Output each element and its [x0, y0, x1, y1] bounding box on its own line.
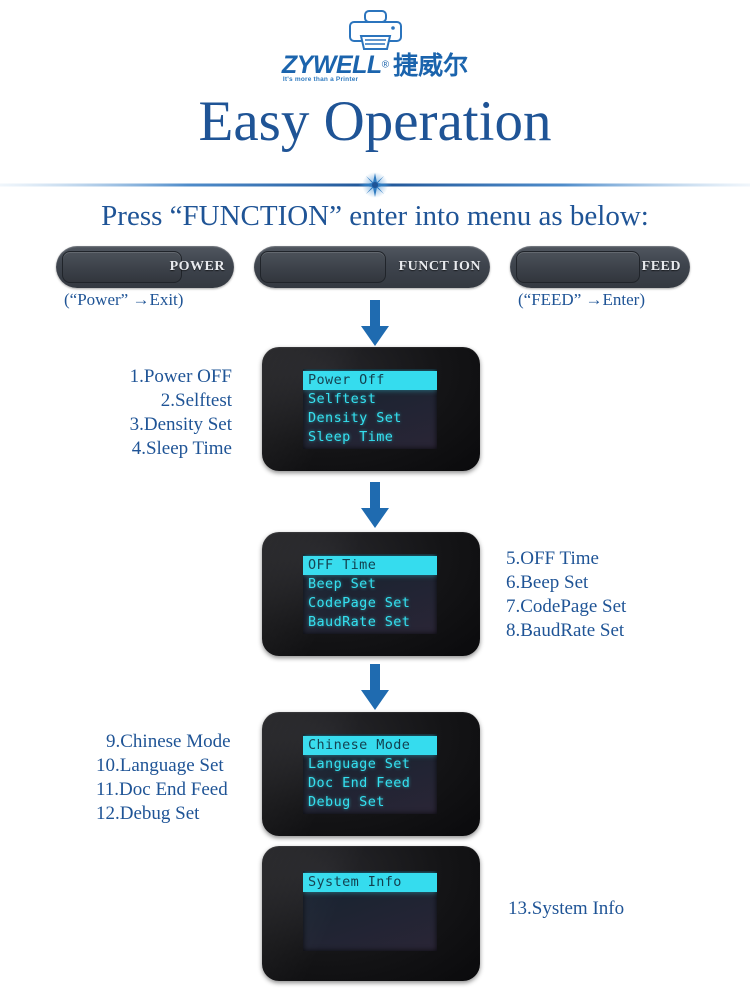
menu-list-item: 10.Language Set	[96, 755, 224, 776]
menu-list-item: 13.System Info	[508, 898, 625, 919]
registered-mark-icon: ®	[381, 59, 390, 71]
menu-list-item: 2.Selftest	[160, 390, 232, 411]
menu-list-item: 8.BaudRate Set	[506, 620, 625, 641]
lcd-line: Beep Set	[308, 576, 377, 592]
menu-list-1: 1.Power OFF 2.Selftest 3.Density Set 4.S…	[60, 365, 232, 461]
printer-icon	[349, 10, 402, 50]
lcd-blank-line	[303, 892, 437, 911]
lcd-screen-2: OFF Time Beep Set CodePage Set BaudRate …	[262, 532, 480, 656]
arrow-down-2-icon	[361, 482, 389, 528]
menu-list-item: 11.Doc End Feed	[96, 779, 228, 800]
lcd-line: Language Set	[308, 756, 411, 772]
menu-list-2: 5.OFF Time 6.Beep Set 7.CodePage Set 8.B…	[506, 547, 726, 643]
lcd-screen-2-display: OFF Time Beep Set CodePage Set BaudRate …	[303, 554, 437, 634]
lcd-screen-1: Power Off Selftest Density Set Sleep Tim…	[262, 347, 480, 471]
menu-list-4: 13.System Info	[508, 897, 708, 921]
lcd-line: System Info	[303, 873, 437, 892]
power-button-cap	[62, 251, 182, 283]
function-button-cap	[260, 251, 386, 283]
lcd-line: BaudRate Set	[308, 614, 411, 630]
lcd-line: Power Off	[303, 371, 437, 390]
menu-list-item: 6.Beep Set	[506, 572, 589, 593]
lcd-screen-4: System Info	[262, 846, 480, 981]
lcd-line: Selftest	[308, 391, 377, 407]
lcd-screen-4-display: System Info	[303, 871, 437, 951]
instruction-text: Press “FUNCTION” enter into menu as belo…	[101, 200, 649, 232]
lcd-blank-line	[303, 930, 437, 949]
lcd-line: Doc End Feed	[308, 775, 411, 791]
brand-tagline: It's more than a Printer	[282, 76, 359, 83]
lcd-line: CodePage Set	[308, 595, 411, 611]
menu-list-item: 5.OFF Time	[506, 548, 599, 569]
menu-list-item: 7.CodePage Set	[506, 596, 627, 617]
feed-button[interactable]: FEED	[510, 246, 690, 288]
menu-list-item: 4.Sleep Time	[131, 438, 232, 459]
power-button-caption: (“Power” →Exit)	[64, 290, 184, 309]
menu-list-3: 9.Chinese Mode 10.Language Set 11.Doc En…	[96, 730, 296, 826]
arrow-down-3-icon	[361, 664, 389, 710]
lcd-line: Chinese Mode	[303, 736, 437, 755]
lcd-line: OFF Time	[303, 556, 437, 575]
lcd-screen-1-display: Power Off Selftest Density Set Sleep Tim…	[303, 369, 437, 449]
menu-list-item: 12.Debug Set	[96, 803, 200, 824]
lcd-line: Debug Set	[308, 794, 385, 810]
brand-wordmark: ZYWELL	[281, 51, 382, 79]
feed-button-label: FEED	[641, 259, 681, 274]
function-button-label: FUNCT ION	[398, 259, 481, 274]
arrow-down-1-icon	[361, 300, 389, 346]
lcd-line: Sleep Time	[308, 429, 394, 445]
feed-button-caption: (“FEED” →Enter)	[518, 290, 645, 309]
brand-wordmark-cn: 捷威尔	[393, 51, 469, 80]
page-title: Easy Operation	[198, 90, 552, 153]
function-button[interactable]: FUNCT ION	[254, 246, 490, 288]
feed-button-cap	[516, 251, 640, 283]
menu-list-item: 3.Density Set	[129, 414, 232, 435]
lcd-line: Density Set	[308, 410, 402, 426]
power-button-label: POWER	[169, 259, 225, 274]
lcd-blank-line	[303, 911, 437, 930]
section-divider	[0, 172, 750, 198]
menu-list-item: 9.Chinese Mode	[106, 731, 231, 752]
brand-logo: ZYWELL® 捷威尔 It's more than a Printer	[0, 8, 750, 86]
power-button[interactable]: POWER	[56, 246, 234, 288]
menu-list-item: 1.Power OFF	[129, 366, 232, 387]
lcd-screen-3-display: Chinese Mode Language Set Doc End Feed D…	[303, 734, 437, 814]
